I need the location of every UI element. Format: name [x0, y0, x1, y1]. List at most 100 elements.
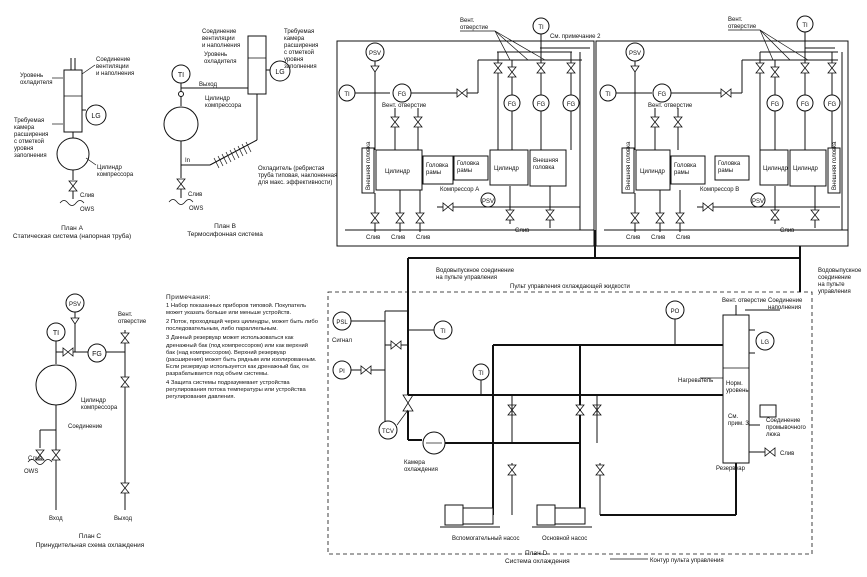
svg-text:Цилиндр: Цилиндр: [385, 169, 410, 175]
svg-text:FG: FG: [658, 92, 667, 98]
svg-text:PI: PI: [339, 369, 345, 375]
plan-a-lg-instrument: [85, 104, 107, 126]
plan-d-title: План D: [525, 550, 547, 557]
plan-b-ows-label: OWS: [189, 206, 203, 212]
coolant-panel-label: Пульт управления охлаждающей жидкости: [510, 283, 630, 290]
plan-a-subtitle: Статическая система (напорная труба): [13, 232, 131, 240]
svg-text:TI: TI: [605, 92, 611, 98]
plan-c-ti-label: TI: [53, 330, 59, 337]
plan-a-compressor-cylinder: [56, 137, 90, 171]
svg-text:TI: TI: [478, 371, 484, 377]
reservoir-vent-label: Вент. отверстие: [722, 298, 767, 304]
svg-text:Цилиндр: Цилиндр: [763, 166, 788, 172]
svg-text:Слив: Слив: [366, 235, 380, 241]
note-item: 4 Защита системы подразумевает устройств…: [166, 380, 306, 401]
svg-text:TI: TI: [802, 23, 808, 29]
svg-text:FG: FG: [398, 92, 407, 98]
plan-c-fg-instrument: [87, 343, 107, 363]
note-item: 2 Поток, проходящий через цилиндры, може…: [166, 319, 318, 333]
svg-text:Цилиндр: Цилиндр: [640, 169, 665, 175]
svg-text:Вент. отверстие: Вент. отверстие: [382, 103, 427, 109]
plan-a-lg-label: LG: [91, 113, 100, 120]
compressor-a-frame: [336, 40, 595, 247]
svg-text:LG: LG: [761, 340, 769, 346]
plan-c-fg-label: FG: [92, 351, 102, 358]
plan-c-vent-label: Вент.отверстие: [118, 312, 147, 325]
plan-c-in-label: Вход: [49, 516, 63, 522]
svg-text:Внешняя головка: Внешняя головка: [366, 141, 372, 190]
reservoir-label: Резервуар: [716, 466, 746, 472]
plan-c-connection-label: Соединение: [68, 424, 103, 430]
notes-heading: Примечания:: [166, 294, 211, 301]
svg-text:TI: TI: [440, 329, 446, 335]
plan-b-finned-cooler: [213, 141, 252, 169]
svg-text:FG: FG: [828, 102, 837, 108]
heater-label: Нагреватель: [678, 378, 713, 384]
signal-label: Сигнал: [332, 338, 353, 344]
plan-b-subtitle: Термосифонная система: [187, 231, 263, 238]
svg-text:PSV: PSV: [752, 199, 764, 205]
svg-text:FG: FG: [771, 102, 780, 108]
svg-text:PSL: PSL: [336, 320, 348, 326]
plan-c-out-label: Выход: [114, 516, 132, 522]
panel-contour-label: Контур пульта управления: [650, 558, 724, 564]
notes-block: Примечания: 1 Набор показанных приборов …: [166, 294, 318, 403]
svg-text:Вент.: Вент.: [728, 17, 743, 23]
plan-a-expansion-chamber: [63, 69, 83, 133]
svg-text:Вент.: Вент.: [460, 18, 475, 24]
svg-text:PSV: PSV: [629, 51, 641, 57]
compressor-a-label: Компрессор А: [440, 187, 479, 193]
compressor-b-label: Компрессор В: [700, 187, 739, 193]
svg-text:отверстие: отверстие: [460, 25, 489, 31]
compressor-b-section: TI Вент. отверстие PSV TI FG Вент. отвер…: [595, 15, 849, 247]
plan-a-drain-label: Слив: [80, 193, 94, 199]
svg-text:FG: FG: [537, 102, 546, 108]
svg-text:TI: TI: [538, 25, 544, 31]
plan-b-lg-label: LG: [275, 69, 284, 76]
compressor-b-frame: [595, 40, 849, 247]
plan-b-title: План B: [214, 223, 236, 230]
reservoir-drain-label: Слив: [780, 451, 794, 457]
svg-text:PSV: PSV: [369, 51, 381, 57]
svg-text:Цилиндр: Цилиндр: [494, 166, 519, 172]
plan-b-ti-label: TI: [178, 72, 184, 79]
svg-text:Вент. отверстие: Вент. отверстие: [648, 103, 693, 109]
plan-b-expansion-chamber: [247, 35, 267, 95]
plan-a-title: План А: [61, 225, 83, 232]
see-note-2-label: См. примечание 2: [550, 34, 601, 40]
svg-text:Слив: Слив: [676, 235, 690, 241]
svg-text:TI: TI: [344, 92, 350, 98]
main-pump-label: Основной насос: [542, 535, 587, 542]
plan-d-subtitle: Система охлаждения: [505, 558, 570, 565]
note-item: 1 Набор показанных приборов типовой. Пок…: [166, 303, 307, 317]
main-pump: [532, 504, 592, 528]
svg-text:Внешняя головка: Внешняя головка: [832, 141, 838, 190]
svg-text:Слив: Слив: [780, 228, 794, 234]
svg-text:Слив: Слив: [515, 228, 529, 234]
svg-text:FG: FG: [567, 102, 576, 108]
svg-text:отверстие: отверстие: [728, 24, 757, 30]
plan-c-title: План C: [79, 533, 101, 540]
plan-c-psv-label: PSV: [69, 302, 81, 308]
svg-text:TCV: TCV: [382, 429, 394, 435]
svg-text:Внешняя головка: Внешняя головка: [626, 141, 632, 190]
plan-b-drain-label: Слив: [188, 192, 202, 198]
see-note-3-label: См.прим. 3: [728, 414, 749, 427]
